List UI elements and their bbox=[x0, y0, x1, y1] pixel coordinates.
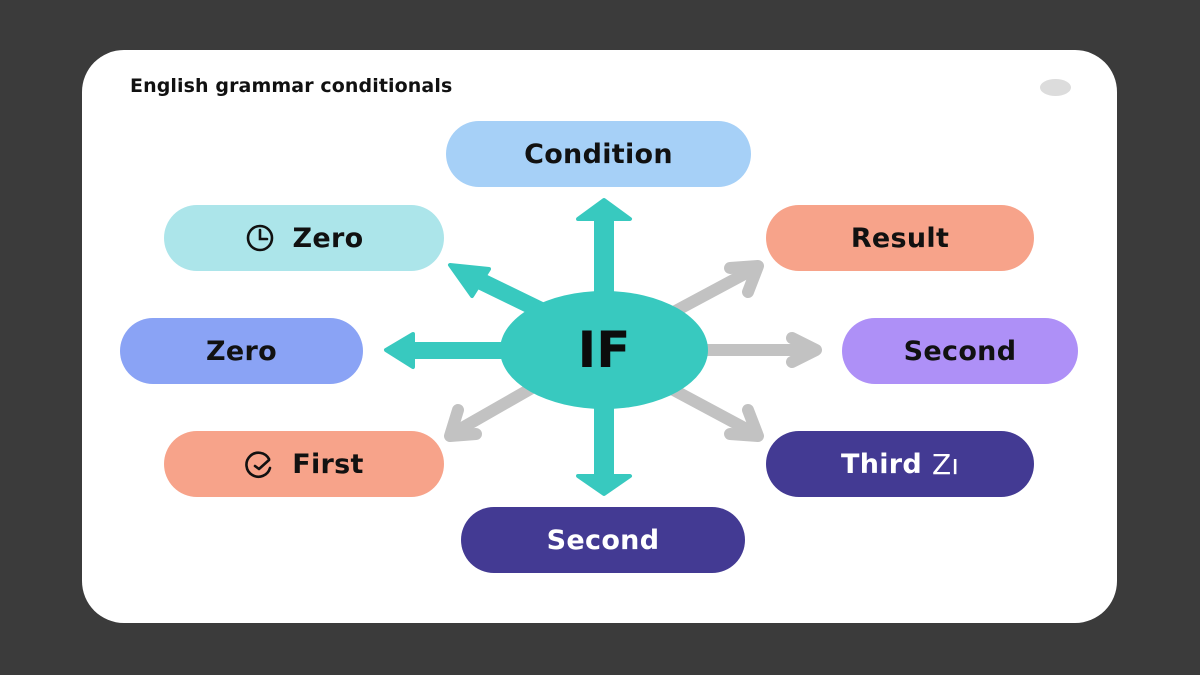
node-zero-clock-label: Zero bbox=[292, 222, 364, 254]
node-first[interactable]: First bbox=[164, 431, 444, 497]
arrow-right-icon bbox=[694, 332, 822, 368]
arrow-upper-left-icon bbox=[448, 263, 549, 319]
node-zero[interactable]: Zero bbox=[120, 318, 363, 384]
node-zero-label: Zero bbox=[206, 335, 277, 367]
hub-label: IF bbox=[577, 321, 631, 379]
node-third[interactable]: Third Zı bbox=[766, 431, 1034, 497]
teal-arrows bbox=[384, 198, 632, 496]
node-second-right[interactable]: Second bbox=[842, 318, 1078, 384]
node-zero-clock[interactable]: Zero bbox=[164, 205, 444, 271]
arrow-up-icon bbox=[576, 198, 632, 295]
node-result[interactable]: Result bbox=[766, 205, 1034, 271]
node-first-label: First bbox=[292, 448, 364, 480]
card-title: English grammar conditionals bbox=[130, 75, 453, 97]
node-third-label: Third bbox=[840, 448, 923, 480]
if-hub[interactable]: IF bbox=[500, 291, 708, 409]
dot-icon[interactable] bbox=[1040, 79, 1071, 96]
node-second-bottom-label: Second bbox=[546, 524, 660, 556]
arrow-down-icon bbox=[576, 405, 632, 496]
node-condition-label: Condition bbox=[524, 138, 673, 170]
arrow-left-icon bbox=[384, 332, 505, 369]
node-result-label: Result bbox=[850, 222, 950, 254]
clock-icon bbox=[245, 223, 275, 253]
node-second-bottom[interactable]: Second bbox=[461, 507, 745, 573]
node-second-right-label: Second bbox=[903, 335, 1017, 367]
check-circle-icon bbox=[244, 449, 274, 479]
zi-glyph-icon: Zı bbox=[932, 447, 959, 481]
node-condition[interactable]: Condition bbox=[446, 121, 751, 187]
